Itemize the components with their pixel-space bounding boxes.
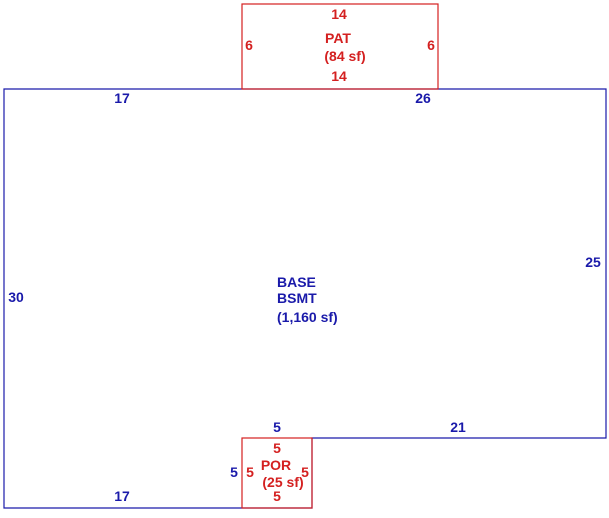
base-area: (1,160 sf) xyxy=(277,309,338,325)
patio-dim-bottom: 14 xyxy=(331,68,347,84)
patio-dim-top: 14 xyxy=(331,6,347,22)
base-name-line1: BASE xyxy=(277,274,316,290)
base-dim-left: 30 xyxy=(8,289,24,305)
base-dim-step-right: 21 xyxy=(450,419,466,435)
base-dim-right: 25 xyxy=(585,254,601,270)
base-dim-top-left: 17 xyxy=(114,90,130,106)
porch-area: (25 sf) xyxy=(262,474,303,490)
base-dim-step-left: 5 xyxy=(230,464,238,480)
porch-dim-bottom: 5 xyxy=(273,488,281,504)
patio-name: PAT xyxy=(325,30,351,46)
patio-dim-left: 6 xyxy=(245,37,253,53)
base-name-line2: BSMT xyxy=(277,290,317,306)
porch-outline xyxy=(241,437,313,509)
base-dim-bottom: 17 xyxy=(114,488,130,504)
patio-area: (84 sf) xyxy=(324,48,365,64)
base-dim-step-top: 5 xyxy=(273,419,281,435)
porch-dim-top: 5 xyxy=(273,440,281,456)
base-dim-top-right: 26 xyxy=(415,90,431,106)
patio-dim-right: 6 xyxy=(427,37,435,53)
porch-dim-left: 5 xyxy=(246,464,254,480)
porch-dim-right: 5 xyxy=(301,464,309,480)
patio-outline xyxy=(241,3,439,90)
porch-name: POR xyxy=(261,457,291,473)
